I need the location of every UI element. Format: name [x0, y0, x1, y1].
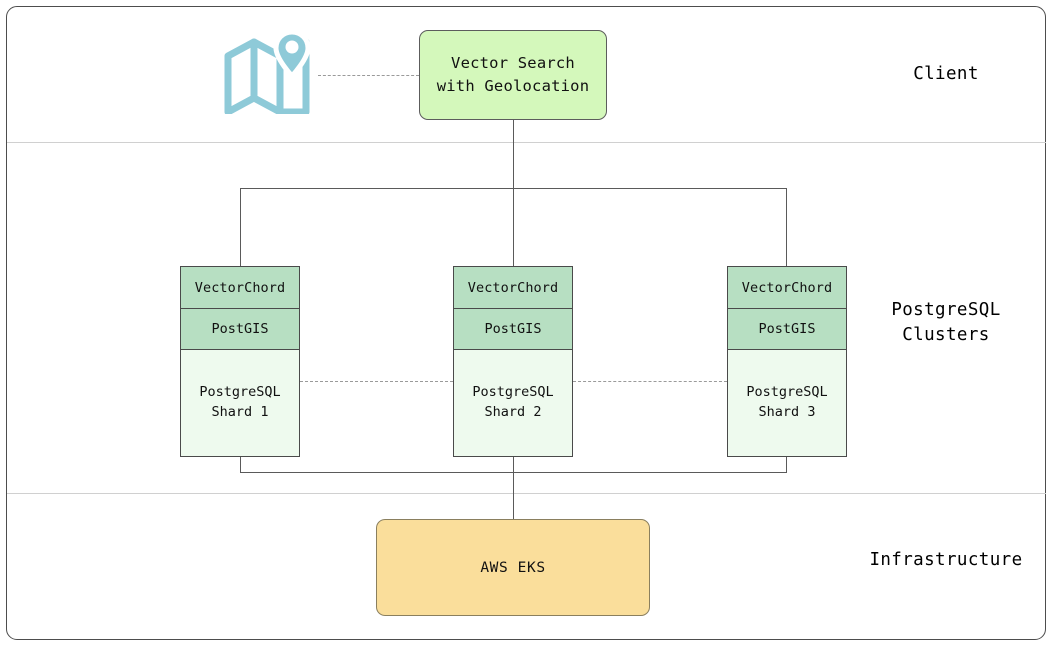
connector-bus-to-shard-2: [512, 188, 515, 267]
dashed-link-map-to-app: [318, 75, 419, 76]
shard-3-label: PostgreSQL Shard 3: [728, 350, 846, 454]
lane-label-infrastructure: Infrastructure: [869, 550, 1023, 570]
shard-2-postgis-layer: PostGIS: [454, 309, 572, 350]
vector-search-app-label: Vector Search with Geolocation: [436, 54, 590, 95]
connector-bus-to-aws-eks: [512, 472, 515, 520]
shard-1-label: PostgreSQL Shard 1: [181, 350, 299, 454]
lane-divider-client-clusters: [7, 142, 1046, 143]
dashed-link-shard1-to-shard2: [300, 381, 453, 382]
shard-1-postgis-layer: PostGIS: [181, 309, 299, 350]
shard-3-vectorchord-header: VectorChord: [728, 267, 846, 309]
lane-divider-clusters-infrastructure: [7, 493, 1046, 494]
lane-label-client: Client: [913, 64, 979, 84]
lane-label-postgresql-clusters: PostgreSQL Clusters: [891, 300, 1001, 345]
postgresql-shard-2-cluster[interactable]: VectorChord PostGIS PostgreSQL Shard 2: [453, 266, 573, 457]
shard-2-label: PostgreSQL Shard 2: [454, 350, 572, 454]
connector-shard-2-to-bus: [512, 456, 515, 473]
dashed-link-shard2-to-shard3: [573, 381, 727, 382]
aws-eks-label: AWS EKS: [480, 559, 546, 576]
map-location-pin-icon: [222, 26, 320, 116]
vector-search-app-box[interactable]: Vector Search with Geolocation: [419, 30, 607, 120]
connector-app-to-bus: [512, 120, 515, 188]
connector-bus-to-shard-3: [785, 188, 788, 267]
connector-bus-to-shard-1: [239, 188, 242, 267]
postgresql-shard-3-cluster[interactable]: VectorChord PostGIS PostgreSQL Shard 3: [727, 266, 847, 457]
shard-2-vectorchord-header: VectorChord: [454, 267, 572, 309]
connector-shard-1-to-bus: [239, 456, 242, 473]
aws-eks-box[interactable]: AWS EKS: [376, 519, 650, 616]
shard-1-vectorchord-header: VectorChord: [181, 267, 299, 309]
connector-shard-3-to-bus: [785, 456, 788, 473]
shard-3-postgis-layer: PostGIS: [728, 309, 846, 350]
postgresql-shard-1-cluster[interactable]: VectorChord PostGIS PostgreSQL Shard 1: [180, 266, 300, 457]
